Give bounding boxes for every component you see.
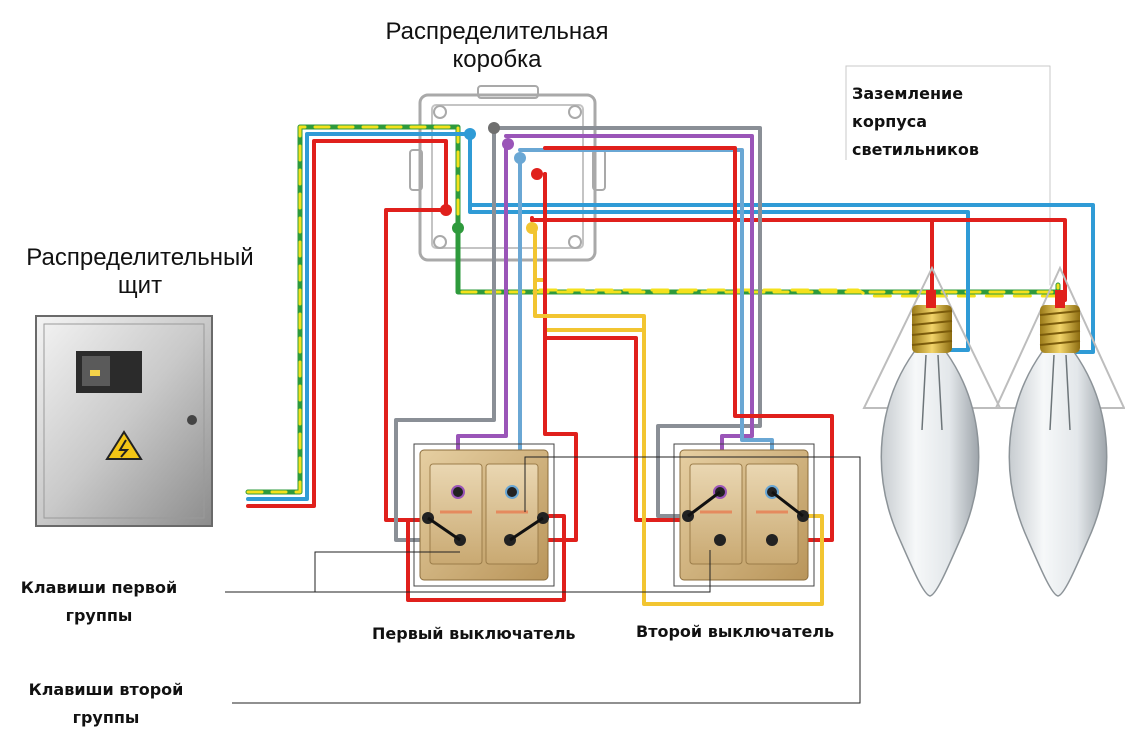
first-switch-contacts <box>422 485 549 546</box>
distribution-panel <box>35 315 213 527</box>
junction-box-title-line-2: коробка <box>452 45 542 73</box>
grounding-label-line-1: Заземление <box>852 84 964 103</box>
keys-first-group-label: Клавиши первой группы <box>6 574 192 630</box>
first-switch-key-right[interactable] <box>485 463 539 565</box>
grounding-label: Заземление корпуса светильников <box>852 80 979 164</box>
panel-title-line-2: щит <box>117 271 163 299</box>
panel-lock <box>187 415 197 425</box>
lamp-right <box>994 265 1125 597</box>
second-switch <box>673 443 815 587</box>
first-switch <box>413 443 555 587</box>
phase-wire <box>246 139 1067 522</box>
second-switch-contacts <box>682 485 809 546</box>
grounding-callout-frame <box>845 65 1050 160</box>
junction-terminals <box>440 122 543 234</box>
junction-box-title: Распределительная коробка <box>362 18 632 73</box>
first-switch-label: Первый выключатель <box>372 624 576 643</box>
callout-lines <box>225 456 861 704</box>
second-switch-label: Второй выключатель <box>636 622 835 641</box>
grounding-label-line-3: светильников <box>852 140 980 159</box>
keys-second-group-label: Клавиши второй группы <box>16 676 196 732</box>
circuit-breaker <box>76 351 142 393</box>
first-switch-key-left[interactable] <box>429 463 483 565</box>
keys-first-group-line-2: группы <box>65 606 133 625</box>
second-switch-key-left[interactable] <box>689 463 743 565</box>
keys-second-group-line-1: Клавиши второй <box>28 680 184 699</box>
keys-first-group-line-1: Клавиши первой <box>20 578 178 597</box>
second-switch-key-right[interactable] <box>745 463 799 565</box>
keys-second-group-line-2: группы <box>72 708 140 727</box>
grounding-label-line-2: корпуса <box>852 112 928 131</box>
panel-title: Распределительный щит <box>2 244 278 299</box>
junction-box-title-line-1: Распределительная <box>385 18 609 45</box>
panel-title-line-1: Распределительный <box>26 244 254 271</box>
high-voltage-warning-icon <box>105 430 143 460</box>
lamp-left <box>862 265 1002 597</box>
